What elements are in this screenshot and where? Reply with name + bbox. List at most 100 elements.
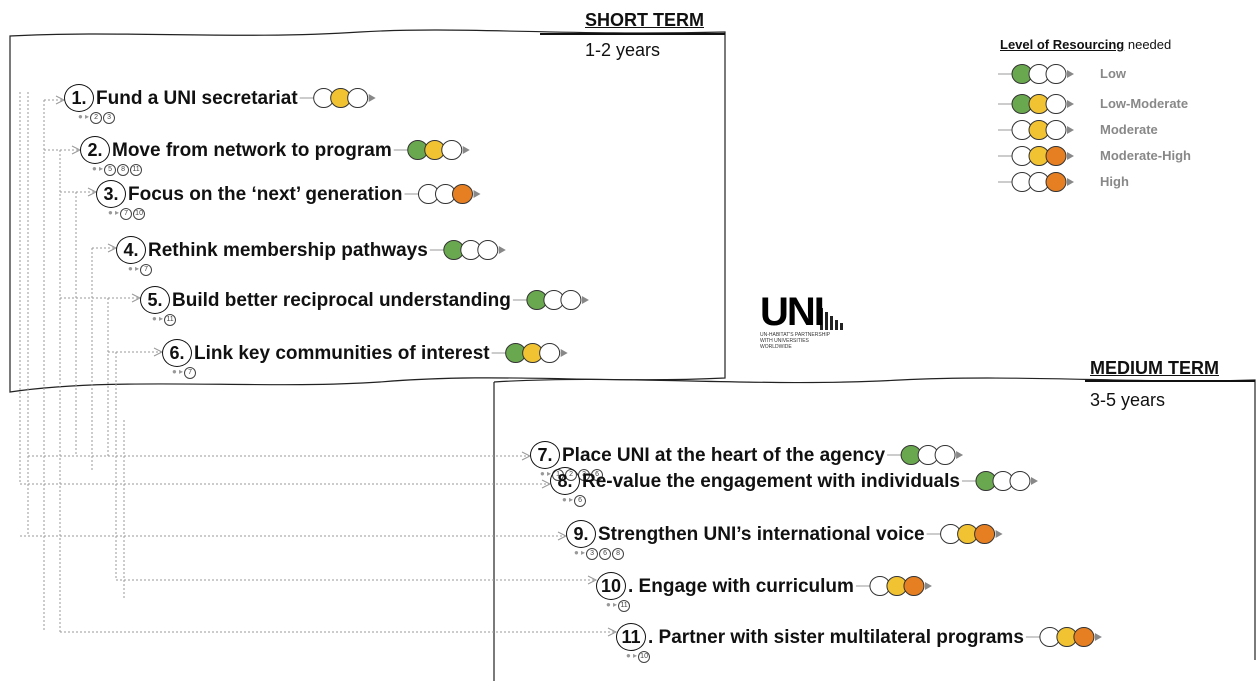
dependency-arrow-icon: ● ▸ — [108, 208, 120, 217]
indicator-5 — [512, 290, 589, 310]
action-number: 9. — [566, 520, 596, 548]
dependency-arrow-icon: ● ▸ — [128, 264, 140, 273]
indicator-dot — [560, 290, 582, 310]
indicator-dot — [1045, 64, 1067, 84]
indicator-arrow — [1067, 100, 1074, 108]
dependency-ref: 6 — [574, 495, 587, 507]
resourcing-indicators — [299, 88, 1102, 647]
indicator-dot — [1045, 120, 1067, 140]
indicator-arrow — [995, 530, 1003, 538]
indicator-8 — [961, 471, 1038, 491]
dependency-arrow-icon: ● ▸ — [606, 600, 618, 609]
action-label: . Engage with curriculum — [628, 576, 854, 597]
action-item: 7.Place UNI at the heart of the agency — [530, 441, 885, 469]
indicator-dot — [477, 240, 499, 260]
legend-indicators — [998, 64, 1074, 192]
indicator-dot — [1045, 172, 1067, 192]
dependency-arrow-icon: ● ▸ — [92, 164, 104, 173]
action-number: 7. — [530, 441, 560, 469]
dependency-ref: 3 — [103, 112, 116, 124]
dependency-ref: 6 — [599, 548, 612, 560]
indicator-1 — [299, 88, 376, 108]
indicator-2 — [393, 140, 470, 160]
indicator-arrow — [1094, 633, 1102, 641]
dependency-ref: 10 — [638, 651, 651, 663]
short-term-box — [9, 29, 726, 393]
dependency-ref: 11 — [618, 600, 631, 612]
indicator-dot — [974, 524, 996, 544]
action-dependencies: ● ▸11 — [606, 600, 631, 612]
dependency-arrow-icon: ● ▸ — [172, 367, 184, 376]
indicator-11 — [1025, 627, 1102, 647]
action-label: Link key communities of interest — [194, 343, 490, 364]
indicator-arrow — [368, 94, 376, 102]
legend-indicator-0 — [998, 64, 1074, 84]
action-label: Move from network to program — [112, 140, 392, 161]
action-item: 9.Strengthen UNI’s international voice — [566, 520, 925, 548]
indicator-dot — [1073, 627, 1095, 647]
action-dependencies: ● ▸11 — [152, 314, 177, 326]
action-label: Build better reciprocal understanding — [172, 290, 511, 311]
action-item: 4.Rethink membership pathways — [116, 236, 428, 264]
legend-label-moderate-high: Moderate-High — [1100, 148, 1191, 163]
logo-tagline: UN-HABITAT'S PARTNERSHIP WITH UNIVERSITI… — [760, 332, 830, 350]
dependency-ref: 11 — [164, 314, 177, 326]
action-item: 5.Build better reciprocal understanding — [140, 286, 511, 314]
action-number: 5. — [140, 286, 170, 314]
legend-indicator-3 — [998, 146, 1074, 166]
action-number: 10 — [596, 572, 626, 600]
short-term-years: 1-2 years — [585, 40, 661, 60]
dependency-arrow-icon: ● ▸ — [152, 314, 164, 323]
dependency-ref: 10 — [133, 208, 146, 220]
dependency-ref: 8 — [117, 164, 130, 176]
indicator-dot — [903, 576, 925, 596]
indicator-dot — [934, 445, 956, 465]
action-number: 11 — [616, 623, 646, 651]
logo-mark: UNI — [760, 290, 825, 334]
indicator-9 — [926, 524, 1003, 544]
indicator-arrow — [924, 582, 932, 590]
action-item: 2.Move from network to program — [80, 136, 392, 164]
indicator-dot — [451, 184, 473, 204]
indicator-arrow — [1067, 178, 1074, 186]
dependency-ref: 7 — [184, 367, 197, 379]
legend-indicator-4 — [998, 172, 1074, 192]
action-number: 6. — [162, 339, 192, 367]
dependency-arrow-icon: ● ▸ — [540, 469, 552, 478]
dependency-ref: 7 — [140, 264, 153, 276]
action-label: Place UNI at the heart of the agency — [562, 445, 886, 466]
indicator-arrow — [1067, 126, 1074, 134]
indicator-arrow — [956, 451, 964, 459]
action-number: 4. — [116, 236, 146, 264]
dependency-arrow-icon: ● ▸ — [562, 495, 574, 504]
legend-label-low: Low — [1100, 66, 1126, 81]
action-item: 11. Partner with sister multilateral pro… — [616, 623, 1024, 651]
action-item: 8.Re-value the engagement with individua… — [550, 467, 960, 495]
action-label: Re-value the engagement with individuals — [582, 471, 960, 492]
indicator-arrow — [581, 296, 589, 304]
indicator-dot — [441, 140, 463, 160]
dependency-ref: 2 — [90, 112, 103, 124]
dependency-connectors — [19, 92, 618, 637]
legend-title: Level of Resourcing needed — [1000, 37, 1171, 52]
action-label: Fund a UNI secretariat — [96, 88, 298, 109]
indicator-dot — [1045, 146, 1067, 166]
action-dependencies: ● ▸7 — [128, 264, 153, 276]
action-number: 3. — [96, 180, 126, 208]
indicator-arrow — [560, 349, 568, 357]
indicator-3 — [404, 184, 481, 204]
indicator-10 — [855, 576, 932, 596]
medium-term-title: MEDIUM TERM — [1090, 358, 1219, 378]
medium-term-years: 3-5 years — [1090, 390, 1166, 410]
dependency-ref: 6 — [591, 469, 604, 481]
action-dependencies: ● ▸10 — [626, 651, 651, 663]
action-label: Rethink membership pathways — [148, 240, 428, 261]
legend-indicator-1 — [998, 94, 1074, 114]
dependency-ref: 8 — [612, 548, 625, 560]
action-item: 1.Fund a UNI secretariat — [64, 84, 298, 112]
legend-label-low-moderate: Low-Moderate — [1100, 96, 1189, 111]
